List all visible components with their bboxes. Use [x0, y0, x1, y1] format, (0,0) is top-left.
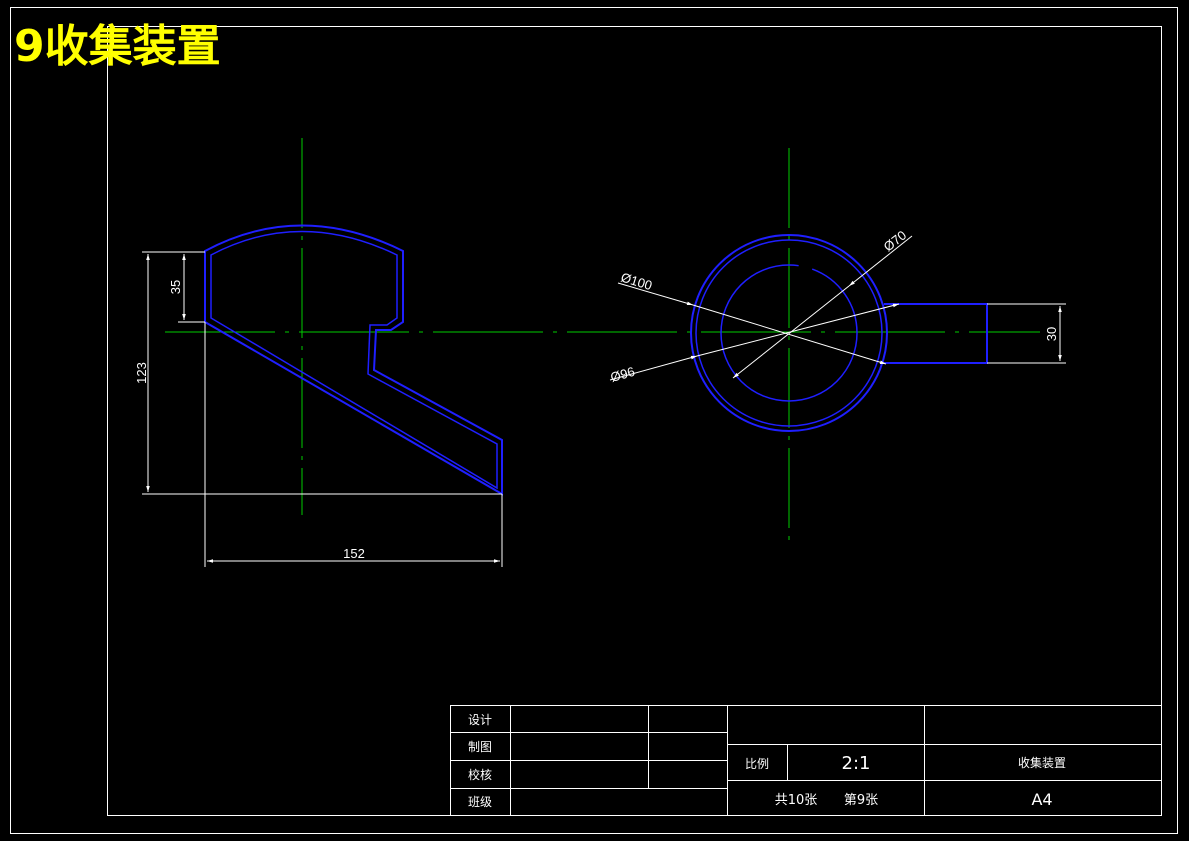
tb-draw-label: 制图 [468, 740, 492, 754]
side-body-outline-inner [210, 230, 498, 490]
top-view: Ø100 Ø96 Ø70 30 [609, 148, 1066, 540]
outer-circle-100 [690, 234, 888, 432]
tb-class-label: 班级 [468, 795, 492, 809]
side-view: 35 123 152 [134, 138, 1040, 567]
dia100-line [692, 304, 887, 365]
dia100-text: Ø100 [619, 270, 654, 294]
dim-35-text: 35 [168, 280, 183, 294]
dia100-leader [617, 282, 694, 306]
outlet-pipe-outline [884, 303, 988, 364]
inner-circle-70 [720, 264, 858, 402]
tb-design-label: 设计 [468, 713, 492, 727]
title-block-text: 设计 制图 校核 班级 比例 2:1 收集装置 共10张 第9张 A4 [468, 713, 1066, 809]
dia96-text: Ø96 [609, 364, 637, 385]
dia70-line [732, 285, 850, 379]
title-block [450, 705, 1162, 816]
outer-frame [10, 7, 1178, 834]
dim-152-text: 152 [343, 546, 365, 561]
dia70-leader [848, 235, 913, 287]
tb-scale-value: 2:1 [842, 753, 871, 774]
dim-30-text: 30 [1044, 327, 1059, 341]
dia96-leader [609, 355, 698, 381]
dim-123-text: 123 [134, 362, 149, 384]
tb-paper-size: A4 [1031, 790, 1052, 809]
dia70-text: Ø70 [881, 227, 910, 254]
drawing-title: 9收集装置 [14, 21, 221, 72]
tb-sheet-number: 第9张 [844, 793, 878, 808]
circle-96 [695, 239, 883, 427]
tb-check-label: 校核 [468, 767, 492, 782]
inner-frame [107, 26, 1162, 816]
tb-sheets-total: 共10张 [775, 793, 818, 808]
dia96-line [696, 303, 900, 357]
side-body-outline-outer [204, 224, 503, 496]
tb-scale-label: 比例 [745, 757, 769, 771]
tb-part-name: 收集装置 [1018, 755, 1066, 770]
